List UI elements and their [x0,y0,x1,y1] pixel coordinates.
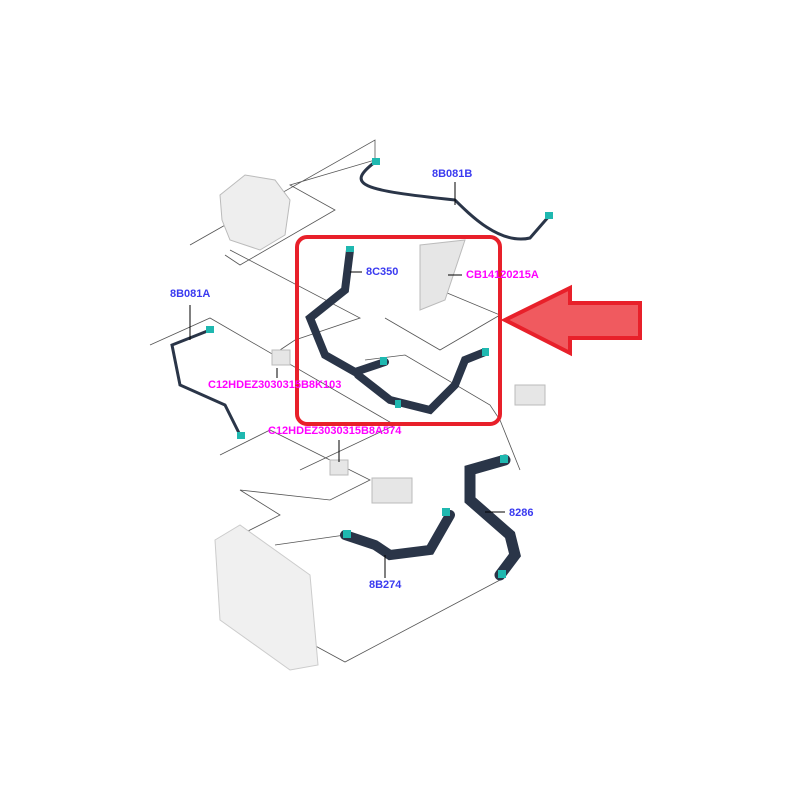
part-label-8b274[interactable]: 8B274 [369,579,402,591]
part-label-8b081a[interactable]: 8B081A [170,288,211,300]
outlet-housing [371,477,413,504]
hose-8b081a [170,328,242,437]
part-label-c12hdez3030315b8k103[interactable]: C12HDEZ3030315B8K103 [208,379,342,391]
clamps [206,158,553,578]
part-label-cb14120215a[interactable]: CB14120215A [466,269,539,281]
radiator [214,524,319,671]
leader-lines [149,139,521,663]
hose-8c350 [305,246,389,377]
pointer-arrow-icon [500,284,642,357]
connectors [271,239,546,504]
hose-8c350-branch [354,348,489,415]
label-pointers [189,182,505,578]
part-label-c12hdez3030315b8a574[interactable]: C12HDEZ3030315B8A574 [268,425,402,437]
connector-k103 [271,349,291,366]
part-label-8c350[interactable]: 8C350 [366,266,399,278]
pipe-cb14120215a [419,239,466,311]
hose-8b274 [340,510,455,561]
thermostat-housing [514,384,546,406]
connector-a574 [329,459,349,476]
coolant-reservoir [219,174,291,251]
part-label-8286[interactable]: 8286 [509,507,534,519]
part-label-8b081b[interactable]: 8B081B [432,168,473,180]
hose-8286 [464,454,521,581]
highlight-box [295,235,502,426]
